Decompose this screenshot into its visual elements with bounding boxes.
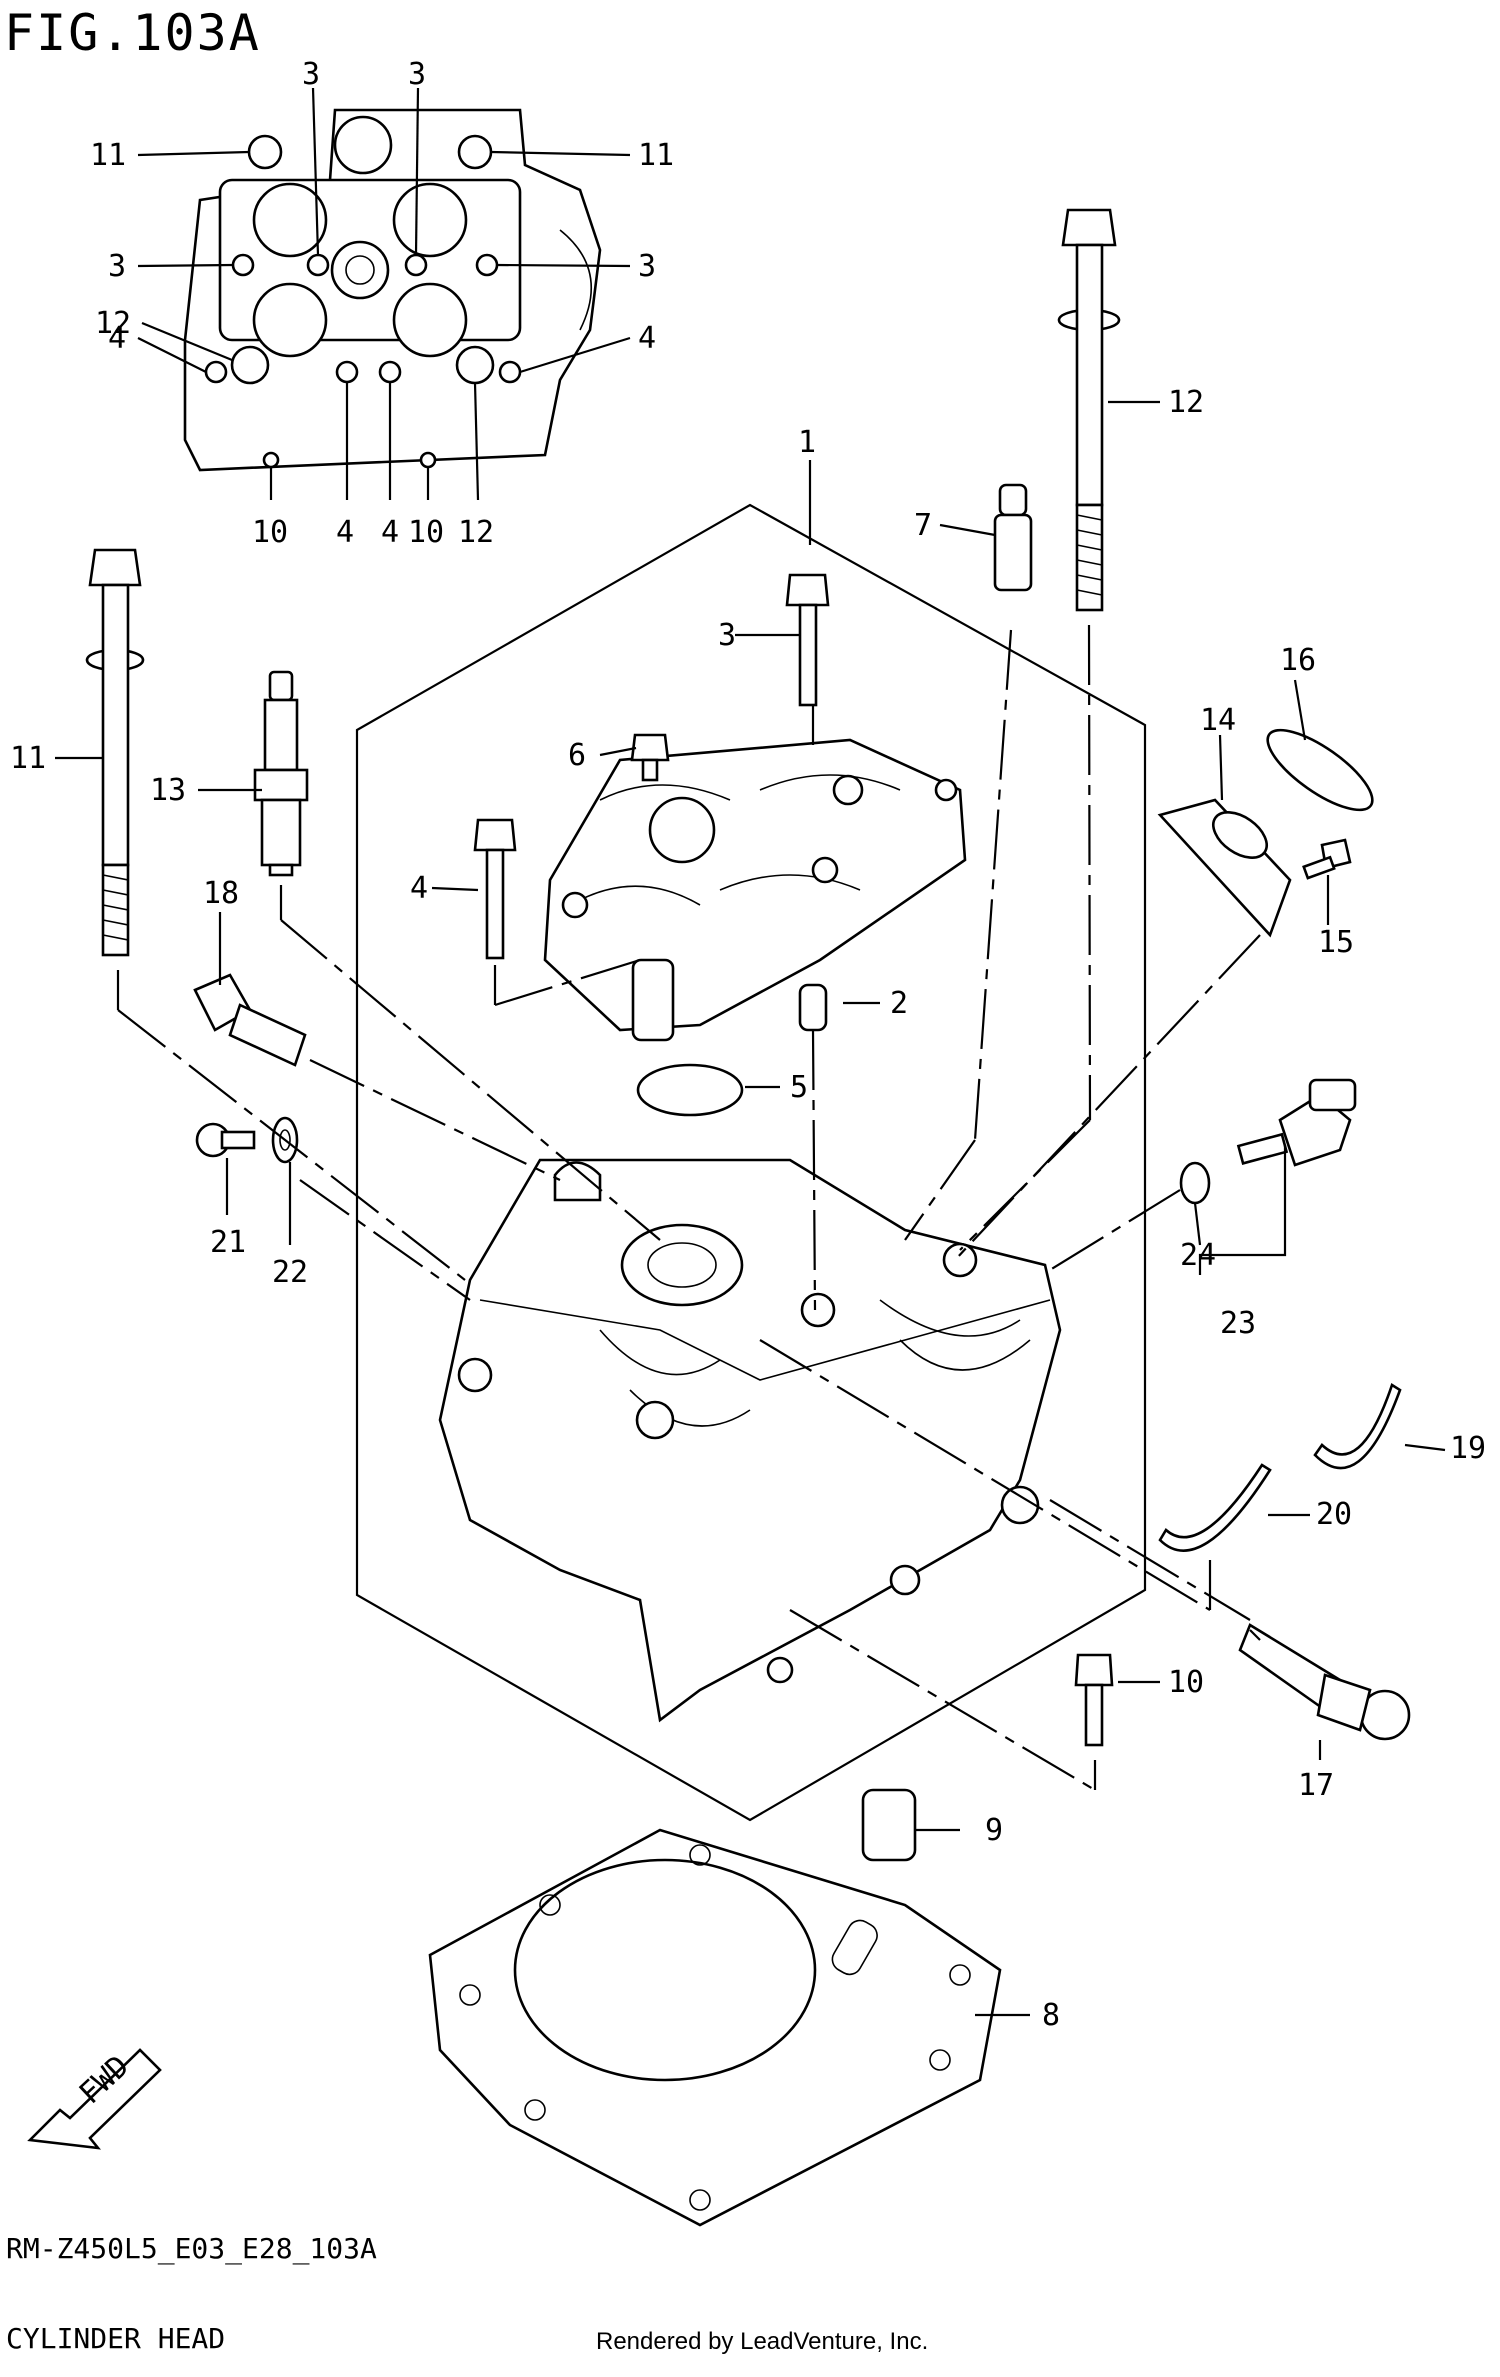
inset-callouts: 3 3 11 11 3 3 12 4 4 10 4 4 10 12 <box>90 57 674 550</box>
cylinder-head <box>438 1158 1062 1723</box>
inset-callout-4: 4 <box>381 515 399 550</box>
inset-callout-11: 11 <box>638 138 674 173</box>
diagram-code: RM-Z450L5_E03_E28_103A <box>6 2232 377 2265</box>
stud-bolt-12 <box>1057 208 1121 612</box>
callout-9: 9 <box>985 1813 1003 1848</box>
callout-17: 17 <box>1298 1768 1334 1803</box>
callout-7: 7 <box>914 508 932 543</box>
callout-8: 8 <box>1042 1998 1060 2033</box>
head-gasket-8 <box>428 1828 1002 2227</box>
section-name: CYLINDER HEAD <box>6 2322 226 2355</box>
callout-23: 23 <box>1220 1306 1256 1341</box>
callout-18: 18 <box>203 876 239 911</box>
inset-callout-3: 3 <box>108 249 126 284</box>
inset-callout-4: 4 <box>108 321 126 356</box>
figure-title: FIG.103A <box>4 4 261 62</box>
credit-line: Rendered by LeadVenture, Inc. <box>596 2328 929 2355</box>
callout-2: 2 <box>890 986 908 1021</box>
inset-callout-10: 10 <box>252 515 288 550</box>
inset-callout-4: 4 <box>638 321 656 356</box>
spark-plug-13 <box>253 670 309 877</box>
callout-21: 21 <box>210 1225 246 1260</box>
inset-callout-3: 3 <box>302 57 320 92</box>
bolt-17 <box>1238 1623 1411 1741</box>
inset-callout-11: 11 <box>90 138 126 173</box>
bolt-4 <box>473 818 517 960</box>
inset-head-top-view <box>183 108 602 472</box>
leader-lines <box>55 400 1446 2017</box>
bolt-21 <box>195 1122 256 1158</box>
dowel-2 <box>798 983 828 1032</box>
callout-13: 13 <box>150 773 186 808</box>
bolt-10 <box>1074 1653 1114 1747</box>
guide-20 <box>1158 1463 1272 1552</box>
callout-3: 3 <box>718 618 736 653</box>
plug-7 <box>993 483 1033 592</box>
callout-20: 20 <box>1316 1497 1352 1532</box>
callout-5: 5 <box>790 1070 808 1105</box>
screw-15 <box>1302 838 1352 880</box>
inset-callout-10: 10 <box>408 515 444 550</box>
clamp-16 <box>1266 728 1374 812</box>
callout-19: 19 <box>1450 1431 1486 1466</box>
inset-callout-12: 12 <box>458 515 494 550</box>
sensor-23 <box>1236 1078 1357 1167</box>
callout-16: 16 <box>1280 643 1316 678</box>
callout-14: 14 <box>1200 703 1236 738</box>
guide-19 <box>1313 1383 1402 1470</box>
callout-22: 22 <box>272 1255 308 1290</box>
o-ring-24 <box>1179 1161 1211 1205</box>
inset-leader-lines <box>137 87 631 501</box>
part-callouts: 1 7 12 3 16 11 6 14 13 4 18 15 2 5 24 21… <box>10 385 1486 2033</box>
inset-callout-3: 3 <box>638 249 656 284</box>
assembly-boundary-box <box>355 503 1147 1822</box>
callout-24: 24 <box>1180 1238 1216 1273</box>
inset-callout-12: 12 <box>95 306 131 341</box>
callout-1: 1 <box>798 425 816 460</box>
callout-12: 12 <box>1168 385 1204 420</box>
bolt-6 <box>630 733 670 782</box>
assembly-lines <box>116 624 1261 1791</box>
camshaft-holder <box>543 738 967 1042</box>
dowel-9 <box>861 1788 917 1862</box>
stud-bolt-11 <box>85 548 145 957</box>
callout-6: 6 <box>568 738 586 773</box>
bolt-3 <box>785 573 830 707</box>
inset-callout-3: 3 <box>408 57 426 92</box>
callout-11: 11 <box>10 741 46 776</box>
intake-pipe-14 <box>1157 798 1292 938</box>
inset-callout-4: 4 <box>336 515 354 550</box>
fwd-arrow-icon: FWD <box>27 2048 162 2150</box>
o-ring-5 <box>636 1063 744 1117</box>
callout-15: 15 <box>1318 925 1354 960</box>
bolt-18 <box>193 973 307 1067</box>
callout-10: 10 <box>1168 1665 1204 1700</box>
callout-4: 4 <box>410 871 428 906</box>
